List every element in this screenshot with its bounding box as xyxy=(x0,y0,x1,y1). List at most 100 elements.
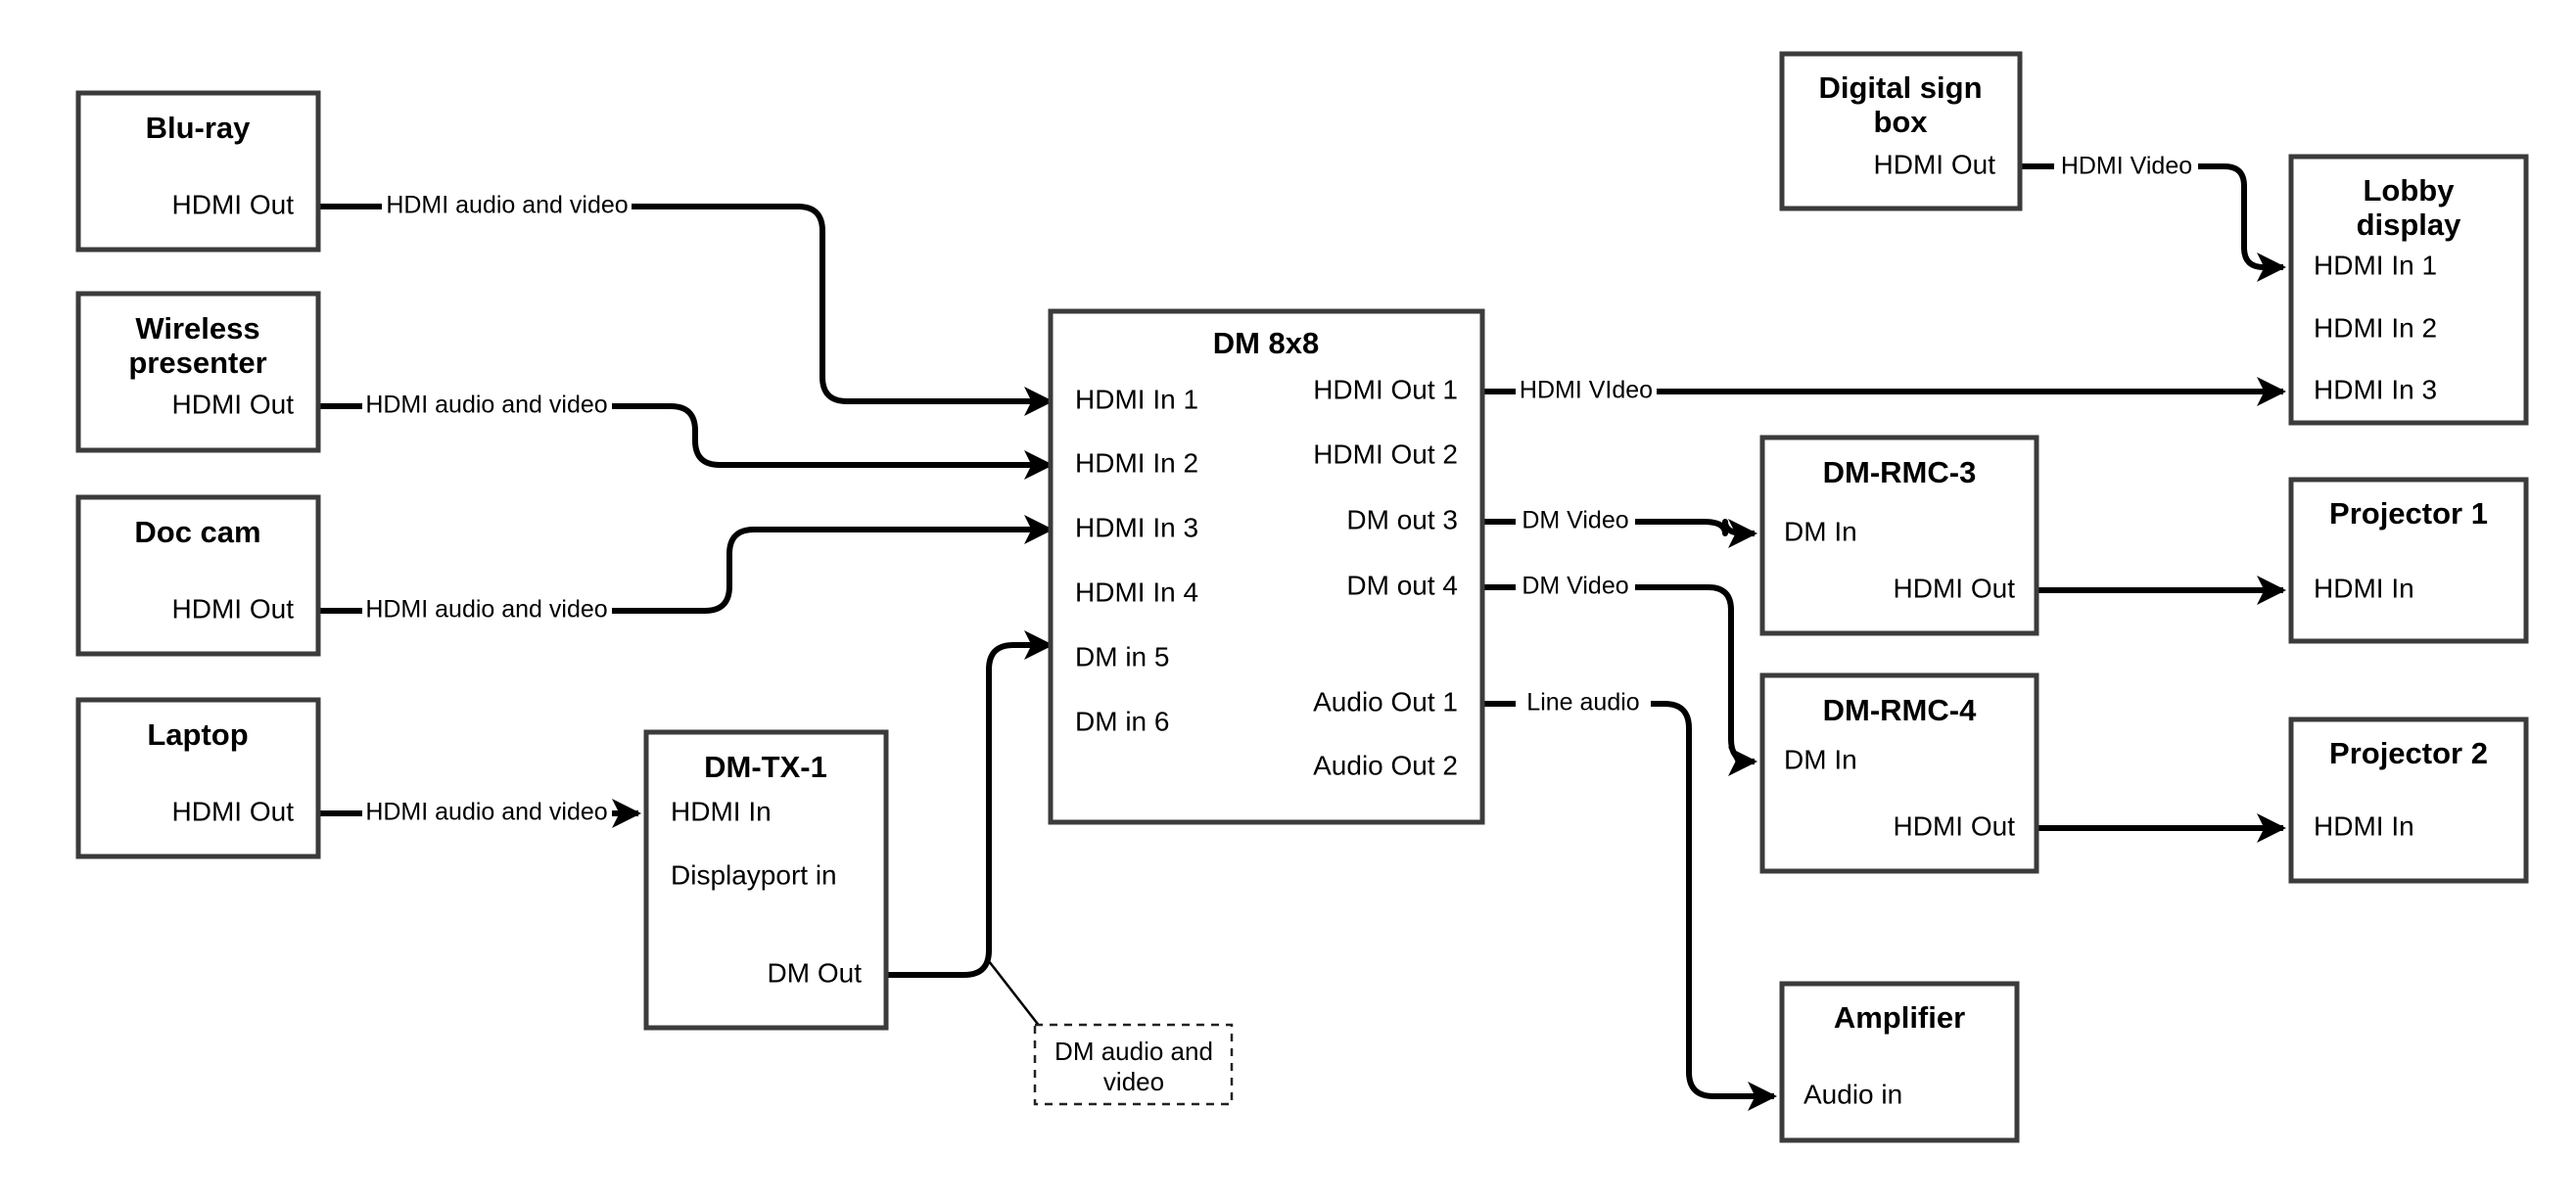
note-dm-audio-and-video-frame xyxy=(1033,1023,1234,1106)
wire-label-wireless: HDMI audio and video xyxy=(365,392,607,419)
device-dm-rmc-4-port-dm-in: DM In xyxy=(1784,744,1857,774)
device-dm-rmc-4[interactable]: DM-RMC-4 DM In HDMI Out xyxy=(1759,672,2039,874)
wire-segment-main xyxy=(2198,163,2286,282)
device-dm-8x8-output-3: DM out 3 xyxy=(1346,504,1458,534)
device-laptop-frame xyxy=(75,697,321,859)
device-dm-8x8-output-2: HDMI Out 2 xyxy=(1313,439,1458,469)
wire-bluray-to-dm8x8: HDMI audio and video xyxy=(318,192,1054,416)
device-lobby-display-input-1: HDMI In 1 xyxy=(2314,250,2437,280)
device-wireless-presenter-title-line2: presenter xyxy=(128,346,266,380)
wire-label-doccam: HDMI audio and video xyxy=(365,596,607,624)
device-laptop[interactable]: Laptop HDMI Out xyxy=(75,697,321,859)
device-lobby-display-input-2: HDMI In 2 xyxy=(2314,312,2437,343)
wire-label-bluray: HDMI audio and video xyxy=(386,192,628,219)
device-digital-sign-box-frame xyxy=(1779,51,2023,211)
wire-label-audio-out1: Line audio xyxy=(1526,689,1639,716)
device-dm-rmc-3-port-dm-in: DM In xyxy=(1784,516,1857,546)
wire-dmout4-to-rmc4: DM Video xyxy=(1482,573,1757,776)
device-bluray[interactable]: Blu-ray HDMI Out xyxy=(75,90,321,253)
device-dm-8x8-input-2: HDMI In 2 xyxy=(1075,447,1198,478)
wire-doccam-to-dm8x8: HDMI audio and video xyxy=(318,515,1054,624)
device-dm-8x8-output-6: Audio Out 2 xyxy=(1313,750,1458,780)
device-amplifier-frame xyxy=(1779,981,2020,1143)
wire-wireless-to-dm8x8: HDMI audio and video xyxy=(318,392,1054,480)
device-dm-tx-1-port-displayport-in: Displayport in xyxy=(671,859,837,890)
device-dm-8x8-input-5: DM in 5 xyxy=(1075,641,1169,671)
wire-dm8x8out1-to-lobby: HDMI VIdeo xyxy=(1482,377,2286,406)
wire-audioout1-to-amplifier: Line audio xyxy=(1482,689,1777,1111)
wire-segment-main xyxy=(1635,584,1757,776)
device-doc-cam-frame xyxy=(75,494,321,657)
note-dm-audio-and-video-line2: video xyxy=(1103,1067,1164,1096)
device-dm-8x8[interactable]: DM 8x8 HDMI In 1 HDMI In 2 HDMI In 3 HDM… xyxy=(1048,308,1485,825)
wire-label-dm-out4: DM Video xyxy=(1522,573,1628,600)
device-projector-1-port-hdmi-in: HDMI In xyxy=(2314,573,2414,603)
device-wireless-presenter-frame xyxy=(75,291,321,453)
device-bluray-port-hdmi-out: HDMI Out xyxy=(172,189,295,219)
note-dm-audio-and-video-line1: DM audio and xyxy=(1054,1037,1213,1066)
device-digital-sign-box-port-hdmi-out: HDMI Out xyxy=(1874,149,1996,179)
device-dm-8x8-input-1: HDMI In 1 xyxy=(1075,384,1198,414)
wire-label-dm-out3: DM Video xyxy=(1522,507,1628,534)
device-dm-8x8-output-5: Audio Out 1 xyxy=(1313,686,1458,716)
device-wireless-presenter[interactable]: Wireless presenter HDMI Out xyxy=(75,291,321,453)
device-lobby-display-title-line1: Lobby xyxy=(2364,173,2456,208)
device-projector-1-frame xyxy=(2288,477,2529,644)
device-projector-2[interactable]: Projector 2 HDMI In xyxy=(2288,716,2529,884)
device-dm-8x8-output-4: DM out 4 xyxy=(1346,570,1458,600)
device-doc-cam[interactable]: Doc cam HDMI Out xyxy=(75,494,321,657)
wire-segment-main xyxy=(886,630,1054,978)
device-dm-8x8-input-6: DM in 6 xyxy=(1075,706,1169,736)
device-digital-sign-box[interactable]: Digital sign box HDMI Out xyxy=(1779,51,2023,211)
device-dm-tx-1-port-dm-out: DM Out xyxy=(768,957,863,988)
note-dm-audio-and-video: DM audio and video xyxy=(1033,1023,1234,1106)
device-laptop-title: Laptop xyxy=(147,717,248,752)
device-dm-rmc-4-frame xyxy=(1759,672,2039,874)
device-lobby-display[interactable]: Lobby display HDMI In 1 HDMI In 2 HDMI I… xyxy=(2288,154,2529,426)
device-dm-rmc-3-title: DM-RMC-3 xyxy=(1823,455,1977,489)
device-doc-cam-port-hdmi-out: HDMI Out xyxy=(172,593,295,624)
device-projector-2-port-hdmi-in: HDMI In xyxy=(2314,810,2414,841)
device-dm-rmc-4-port-hdmi-out: HDMI Out xyxy=(1894,810,2016,841)
device-projector-1-title: Projector 1 xyxy=(2329,496,2488,531)
device-dm-rmc-3-port-hdmi-out: HDMI Out xyxy=(1894,573,2016,603)
wire-segment-main xyxy=(632,204,1054,416)
wire-label-signbox: HDMI Video xyxy=(2061,153,2192,180)
device-projector-1[interactable]: Projector 1 HDMI In xyxy=(2288,477,2529,644)
device-dm-8x8-input-3: HDMI In 3 xyxy=(1075,512,1198,542)
device-dm-rmc-3[interactable]: DM-RMC-3 DM In HDMI Out xyxy=(1759,435,2039,636)
device-digital-sign-box-title-line2: box xyxy=(1873,105,1928,139)
device-dm-tx-1-port-hdmi-in: HDMI In xyxy=(671,796,772,826)
device-laptop-port-hdmi-out: HDMI Out xyxy=(172,796,295,826)
device-dm-rmc-3-frame xyxy=(1759,435,2039,636)
wire-signbox-to-lobby: HDMI Video xyxy=(2020,153,2286,282)
wire-laptop-to-dmtx1: HDMI audio and video xyxy=(318,799,641,828)
device-dm-tx-1-title: DM-TX-1 xyxy=(704,750,827,784)
wire-dmout3-to-rmc3: DM Video xyxy=(1482,507,1757,548)
wire-segment-main xyxy=(612,515,1054,614)
wire-dmtx1-to-dm8x8 xyxy=(886,630,1054,978)
wire-segment-main xyxy=(612,403,1054,480)
device-doc-cam-title: Doc cam xyxy=(134,515,260,549)
device-dm-tx-1[interactable]: DM-TX-1 HDMI In Displayport in DM Out xyxy=(643,729,889,1031)
device-amplifier-port-audio-in: Audio in xyxy=(1803,1079,1902,1109)
wire-segment-main xyxy=(1635,519,1757,548)
device-projector-2-frame xyxy=(2288,716,2529,884)
device-lobby-display-input-3: HDMI In 3 xyxy=(2314,374,2437,404)
device-wireless-presenter-title-line1: Wireless xyxy=(135,311,259,346)
device-lobby-display-frame xyxy=(2288,154,2529,426)
device-bluray-title: Blu-ray xyxy=(146,111,252,145)
device-lobby-display-title-line2: display xyxy=(2357,208,2462,242)
device-projector-2-title: Projector 2 xyxy=(2329,736,2488,770)
device-dm-8x8-output-1: HDMI Out 1 xyxy=(1313,374,1458,404)
wire-label-laptop: HDMI audio and video xyxy=(365,799,607,826)
device-wireless-presenter-port-hdmi-out: HDMI Out xyxy=(172,389,295,419)
device-dm-8x8-frame xyxy=(1048,308,1485,825)
wire-segment-main xyxy=(1651,701,1777,1111)
device-amplifier[interactable]: Amplifier Audio in xyxy=(1779,981,2020,1143)
device-dm-8x8-title: DM 8x8 xyxy=(1213,326,1320,360)
device-dm-8x8-input-4: HDMI In 4 xyxy=(1075,577,1198,607)
device-bluray-frame xyxy=(75,90,321,253)
